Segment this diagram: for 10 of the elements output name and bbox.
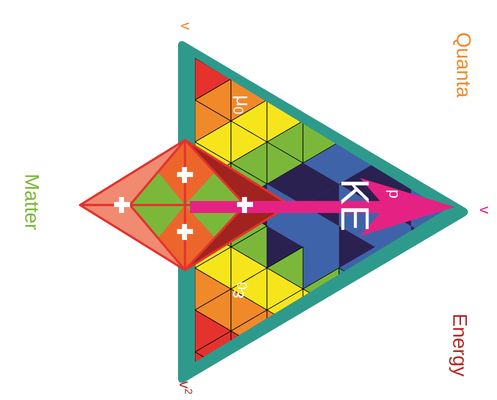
axis-label: v [480, 206, 488, 214]
side-label: Quanta [453, 33, 471, 98]
side-label: Matter [25, 175, 39, 230]
side-label: Energy [449, 315, 467, 377]
symbol-label: ε$_{0}$ [233, 282, 247, 298]
big-label: KE [341, 182, 369, 230]
axis-label: v$^{2}$ [180, 381, 192, 394]
symbol-label: p [386, 190, 398, 198]
symbol-label: μ$_{0}$ [232, 96, 248, 114]
axis-label: v [181, 22, 189, 30]
